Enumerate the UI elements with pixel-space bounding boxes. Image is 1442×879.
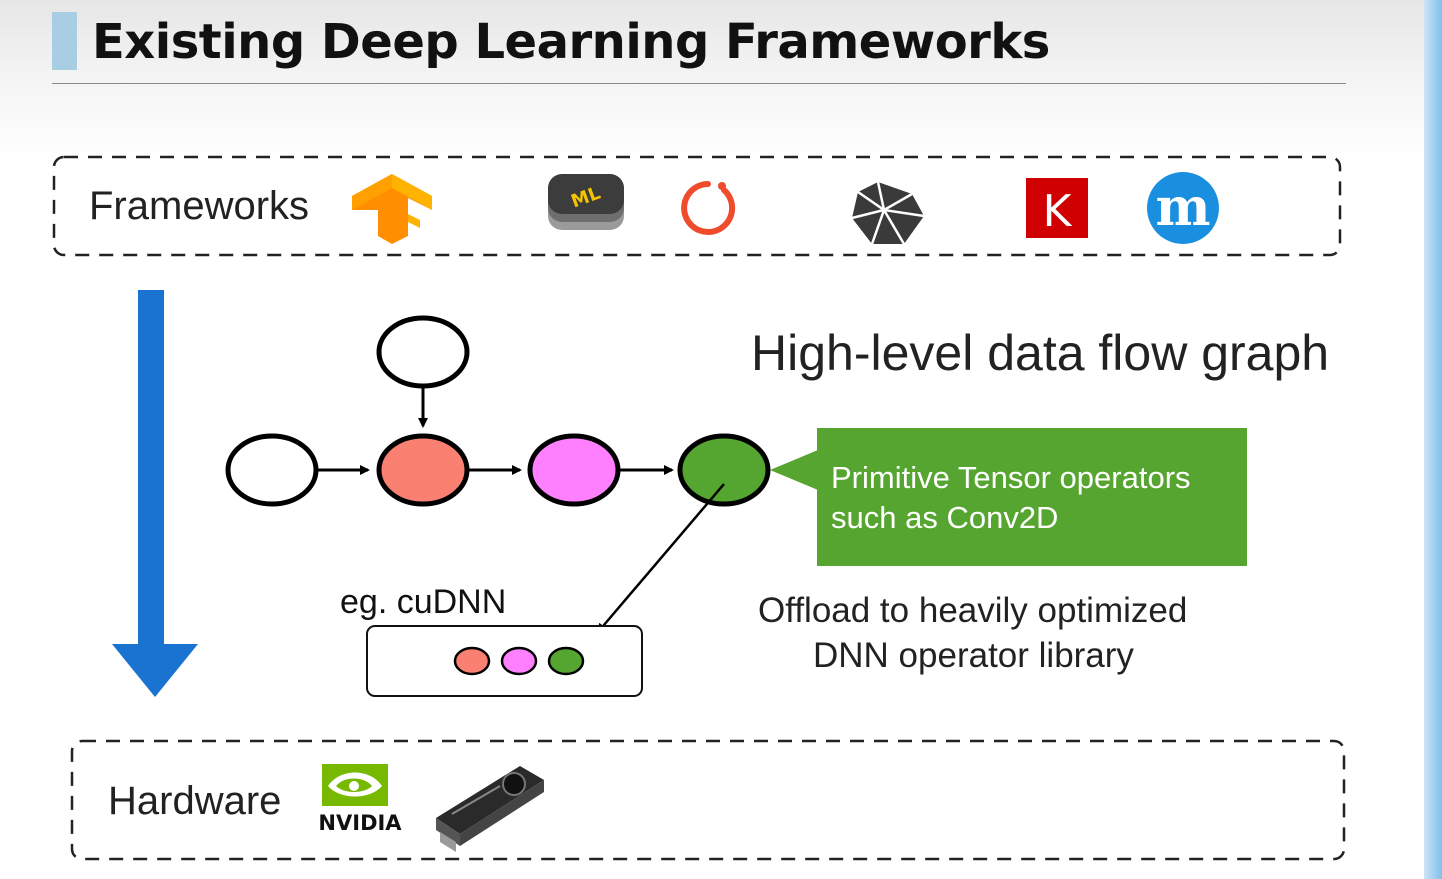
tensorflow-logo-icon [352, 174, 432, 244]
cudnn-label: eg. cuDNN [340, 583, 507, 621]
hardware-label: Hardware [108, 779, 282, 823]
keras-logo-text: K [1043, 186, 1073, 237]
keras-logo-icon: K [1026, 178, 1088, 238]
frameworks-label: Frameworks [89, 184, 310, 228]
pytorch-logo-icon [681, 181, 736, 235]
polyhedron-logo-icon [851, 181, 925, 245]
mxnet-logo-text: m [1155, 177, 1210, 238]
callout-line-2: such as Conv2D [831, 500, 1059, 535]
primitive-operators-callout: Primitive Tensor operators such as Conv2… [817, 428, 1247, 566]
hardware-box [70, 739, 1346, 861]
graph-node-input [225, 433, 319, 507]
graph-heading: High-level data flow graph [751, 325, 1330, 381]
nvidia-logo-icon: NVIDIA [318, 764, 402, 835]
library-dot-pink [500, 646, 538, 676]
library-dot-red [453, 646, 491, 676]
title-accent-bar [52, 12, 77, 70]
gpu-card-icon [436, 766, 544, 852]
coreml-logo-icon: ML [548, 174, 624, 230]
frameworks-box [52, 155, 1342, 257]
callout-line-1: Primitive Tensor operators [831, 460, 1191, 495]
graph-node-top [376, 315, 470, 389]
top-down-flow-arrow [112, 290, 198, 697]
slide-title: Existing Deep Learning Frameworks [92, 14, 1050, 70]
graph-node-red [376, 433, 470, 507]
offload-text-line-2: DNN operator library [813, 636, 1134, 675]
callout-pointer [770, 450, 818, 490]
graph-node-green [677, 433, 771, 507]
nvidia-logo-text: NVIDIA [318, 811, 402, 835]
title-divider [52, 83, 1346, 84]
mxnet-logo-icon: m [1147, 172, 1219, 244]
graph-node-pink [527, 433, 621, 507]
library-dot-green [547, 646, 585, 676]
offload-text-line-1: Offload to heavily optimized [758, 591, 1188, 630]
right-edge-strip [1424, 0, 1442, 879]
offload-arrow [596, 483, 725, 634]
